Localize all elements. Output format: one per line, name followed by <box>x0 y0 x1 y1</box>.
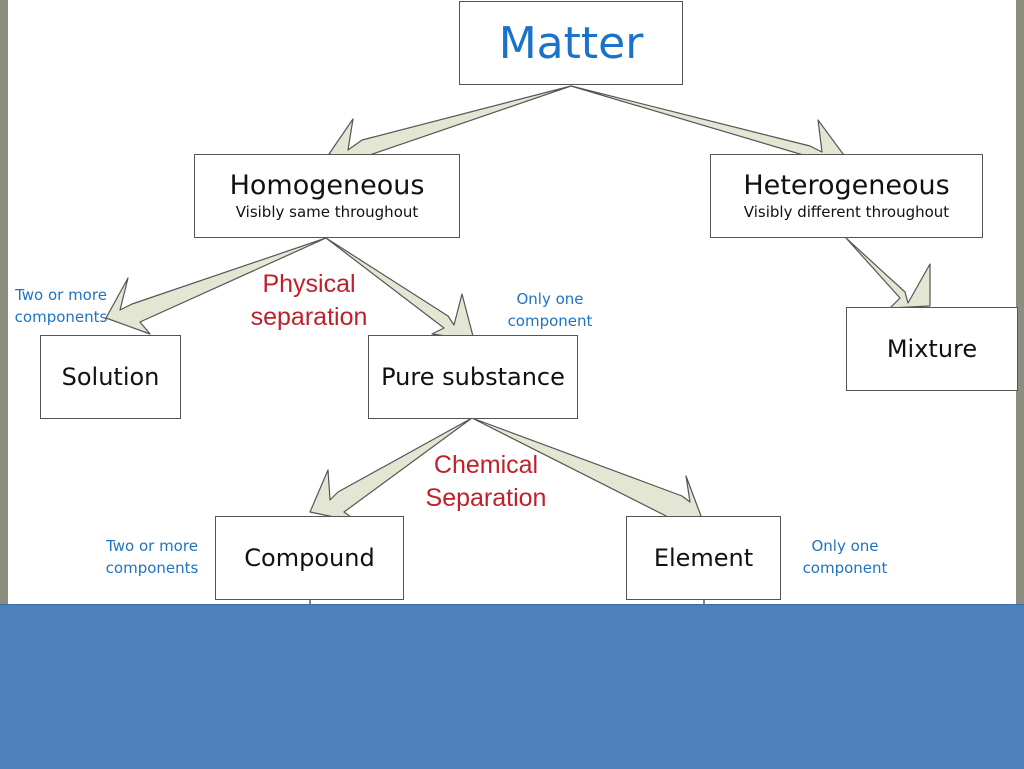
compound-components-note: Two or more components <box>105 537 199 577</box>
homogeneous-subtitle: Visibly same throughout <box>235 202 419 221</box>
heterogeneous-subtitle: Visibly different throughout <box>743 202 950 221</box>
pure-substance-components-note: Only one component <box>507 290 593 330</box>
solution-components-note: Two or more components <box>14 286 108 326</box>
homogeneous-label: Homogeneous <box>229 170 425 202</box>
compound-label: Compound <box>244 543 375 572</box>
compound-box: Compound <box>215 516 404 600</box>
pure-substance-label: Pure substance <box>381 362 565 391</box>
matter-box: Matter <box>459 1 683 85</box>
mixture-box: Mixture <box>846 307 1018 391</box>
element-box: Element <box>626 516 781 600</box>
element-label: Element <box>653 543 754 572</box>
heterogeneous-box: Heterogeneous Visibly different througho… <box>710 154 983 238</box>
chemical-separation-label: Chemical Separation <box>425 451 547 512</box>
footer-bar <box>0 604 1024 769</box>
physical-separation-label: Physical separation <box>250 270 368 331</box>
heterogeneous-label: Heterogeneous <box>743 170 950 202</box>
solution-box: Solution <box>40 335 181 419</box>
mixture-label: Mixture <box>886 334 978 363</box>
homogeneous-box: Homogeneous Visibly same throughout <box>194 154 460 238</box>
pure-substance-box: Pure substance <box>368 335 578 419</box>
element-components-note: Only one component <box>802 537 888 577</box>
matter-label: Matter <box>498 17 644 69</box>
solution-label: Solution <box>61 362 160 391</box>
